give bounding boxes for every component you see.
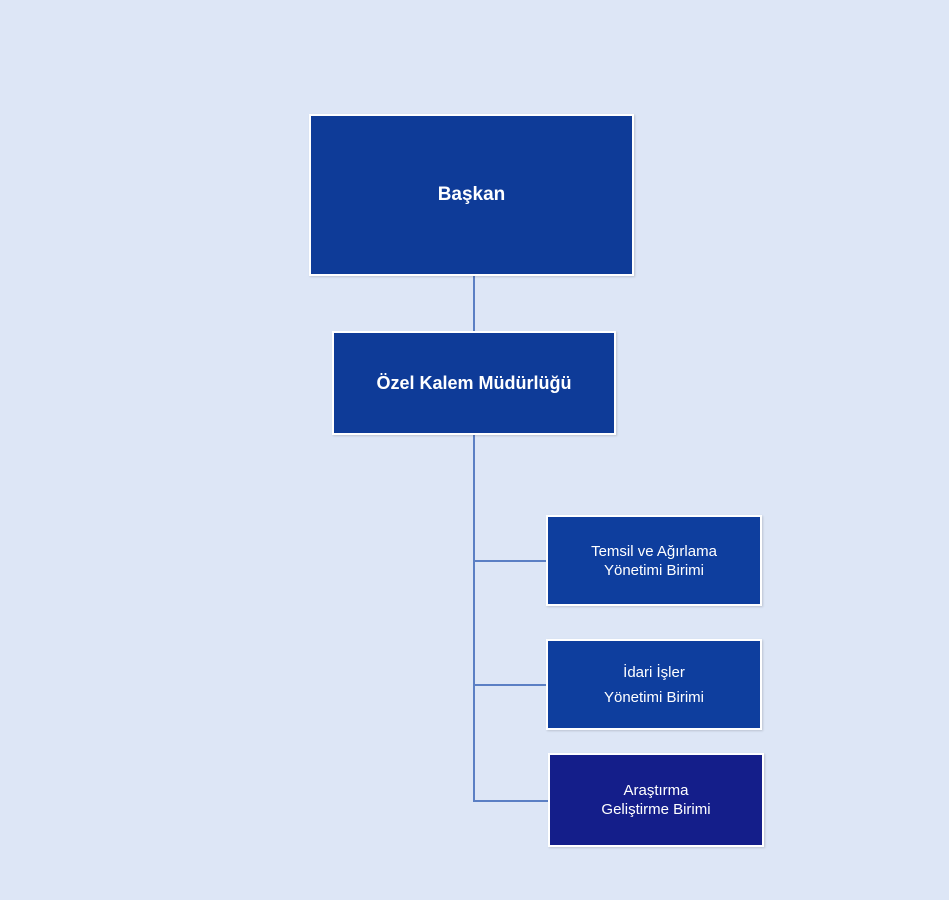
node-arastirma-gelistirme-line1: Araştırma xyxy=(623,782,689,799)
node-idari-isler-line2: Yönetimi Birimi xyxy=(603,688,705,706)
node-arastirma-gelistirme: Araştırma Geliştirme Birimi xyxy=(548,753,764,847)
connector-branch-unit-3 xyxy=(473,800,548,802)
node-idari-isler: İdari İşler Yönetimi Birimi xyxy=(546,639,762,730)
node-ozel-kalem-label: Özel Kalem Müdürlüğü xyxy=(376,372,572,393)
connector-root-to-office xyxy=(473,276,475,331)
connector-branch-unit-1 xyxy=(473,560,546,562)
connector-branch-unit-2 xyxy=(473,684,546,686)
node-baskan-label: Başkan xyxy=(437,184,506,205)
node-arastirma-gelistirme-line2: Geliştirme Birimi xyxy=(601,801,711,818)
node-ozel-kalem: Özel Kalem Müdürlüğü xyxy=(332,331,616,435)
node-baskan: Başkan xyxy=(309,114,634,276)
node-temsil-agirlama-line2: Yönetimi Birimi xyxy=(603,561,705,579)
node-temsil-agirlama: Temsil ve Ağırlama Yönetimi Birimi xyxy=(546,515,762,606)
node-idari-isler-line1: İdari İşler xyxy=(623,663,685,681)
connector-office-trunk xyxy=(473,435,475,802)
node-temsil-agirlama-line1: Temsil ve Ağırlama xyxy=(591,542,717,560)
